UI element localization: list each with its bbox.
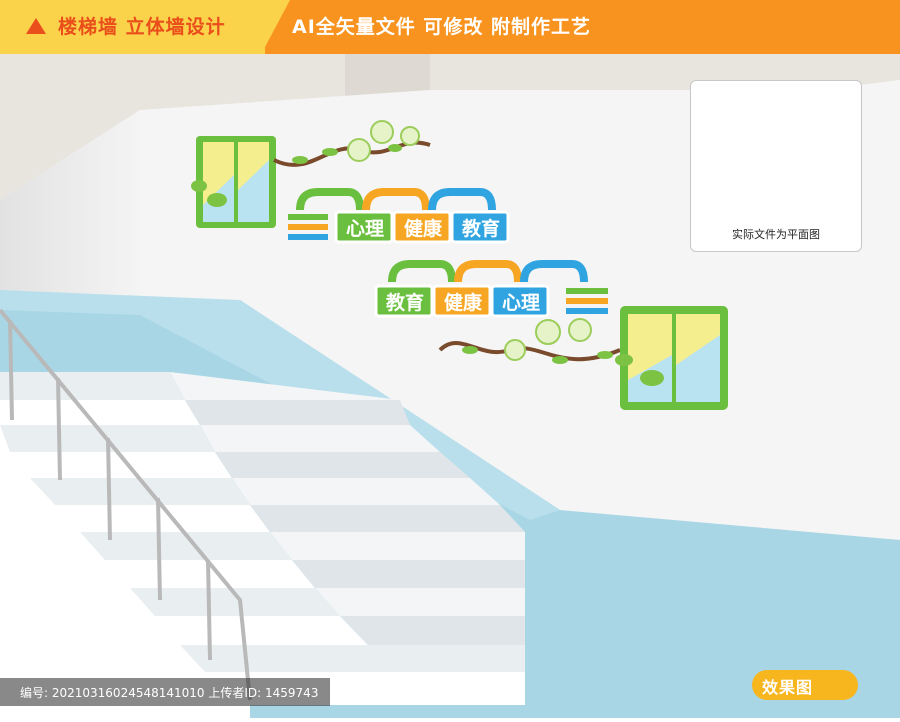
triangle-icon bbox=[26, 18, 46, 34]
lower-sign-word-3: 心理 bbox=[501, 292, 540, 314]
lower-window bbox=[615, 306, 728, 410]
upper-window bbox=[191, 136, 276, 228]
footer-code-text: 编号: 20210316024548141010 上传者ID: 1459743 bbox=[20, 686, 319, 700]
upper-arches bbox=[288, 188, 496, 240]
top-banner: 楼梯墙 立体墙设计 AI全矢量文件 可修改 附制作工艺 bbox=[0, 0, 900, 54]
handrail bbox=[0, 308, 252, 701]
effect-badge-label: 效果图 bbox=[762, 678, 814, 697]
upper-sign-word-3: 教育 bbox=[461, 218, 500, 240]
banner-title: 楼梯墙 立体墙设计 bbox=[58, 16, 226, 38]
lower-arches bbox=[388, 260, 608, 314]
upper-sign-word-2: 健康 bbox=[403, 218, 442, 240]
lower-sign-word-2: 健康 bbox=[443, 292, 482, 314]
upper-sign-word-1: 心理 bbox=[345, 218, 384, 240]
footer-code-bar bbox=[0, 678, 330, 706]
effect-badge bbox=[752, 670, 858, 700]
lower-sign-word-1: 教育 bbox=[385, 292, 424, 314]
preview-thumbnail: 实际文件为平面图 bbox=[690, 80, 862, 252]
preview-caption: 实际文件为平面图 bbox=[732, 228, 820, 241]
upper-vine bbox=[273, 120, 431, 167]
banner-subtitle: AI全矢量文件 可修改 附制作工艺 bbox=[292, 16, 592, 38]
lower-vine bbox=[438, 318, 621, 364]
